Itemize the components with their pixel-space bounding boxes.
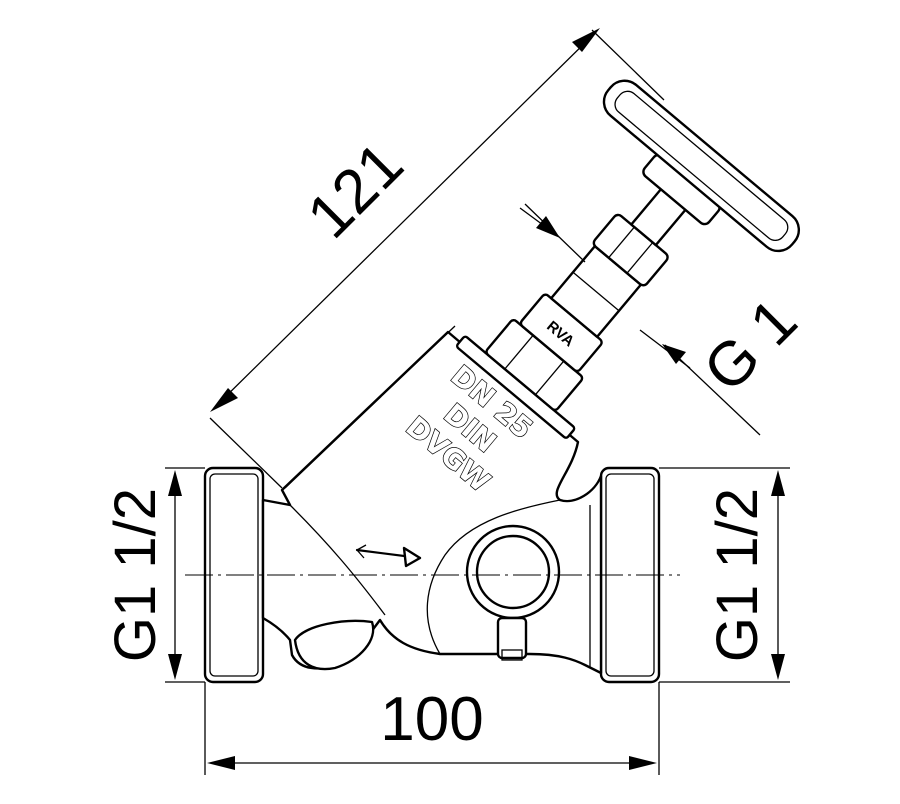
dimension-height-label: 121 bbox=[295, 130, 417, 252]
handwheel-inner bbox=[614, 90, 789, 242]
stem-thread-label: G 1 bbox=[691, 286, 810, 405]
bonnet-edge bbox=[284, 325, 456, 489]
flow-arrow-icon bbox=[355, 544, 422, 568]
dimension-left-thread: G1 1/2 bbox=[103, 467, 205, 683]
body-inner-curve-left bbox=[289, 504, 386, 616]
left-thread-label: G1 1/2 bbox=[103, 488, 168, 662]
body-inner-curve-right bbox=[426, 499, 561, 655]
bottom-nipple bbox=[496, 616, 528, 660]
valve-body bbox=[203, 325, 661, 684]
dimension-right-thread: G1 1/2 bbox=[659, 467, 790, 683]
handwheel bbox=[602, 79, 801, 253]
right-thread-label: G1 1/2 bbox=[705, 488, 770, 662]
bonnet-assembly: RVA bbox=[456, 79, 801, 439]
drain-plug bbox=[293, 619, 375, 671]
dimension-length-label: 100 bbox=[380, 685, 483, 754]
bottom-nipple-tip bbox=[501, 649, 523, 661]
side-port-inner bbox=[475, 534, 551, 610]
dimension-length: 100 bbox=[204, 682, 660, 775]
